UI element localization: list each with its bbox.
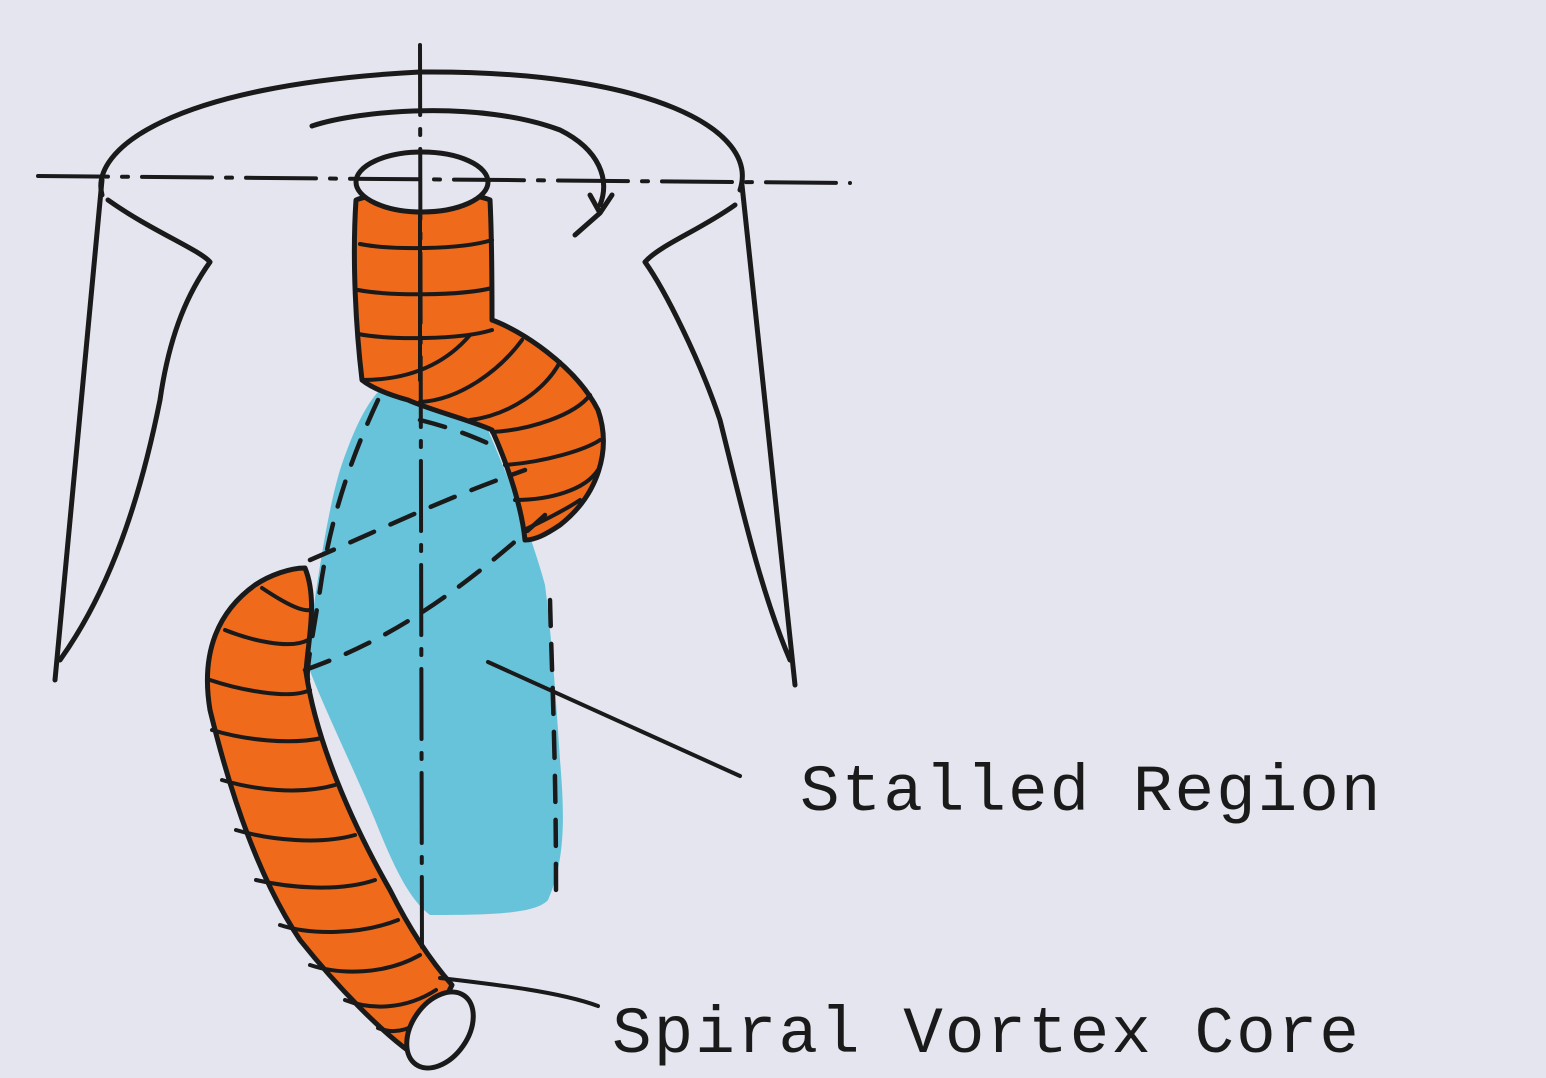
draft-tube-left-wall [55, 180, 210, 680]
draft-tube-right-wall [645, 185, 795, 685]
stalled-region-label: Stalled Region [800, 760, 1383, 826]
spiral-vortex-core-label: Spiral Vortex Core [612, 1002, 1361, 1068]
vertical-axis-line [420, 45, 422, 960]
rotation-arrowhead [575, 195, 612, 235]
